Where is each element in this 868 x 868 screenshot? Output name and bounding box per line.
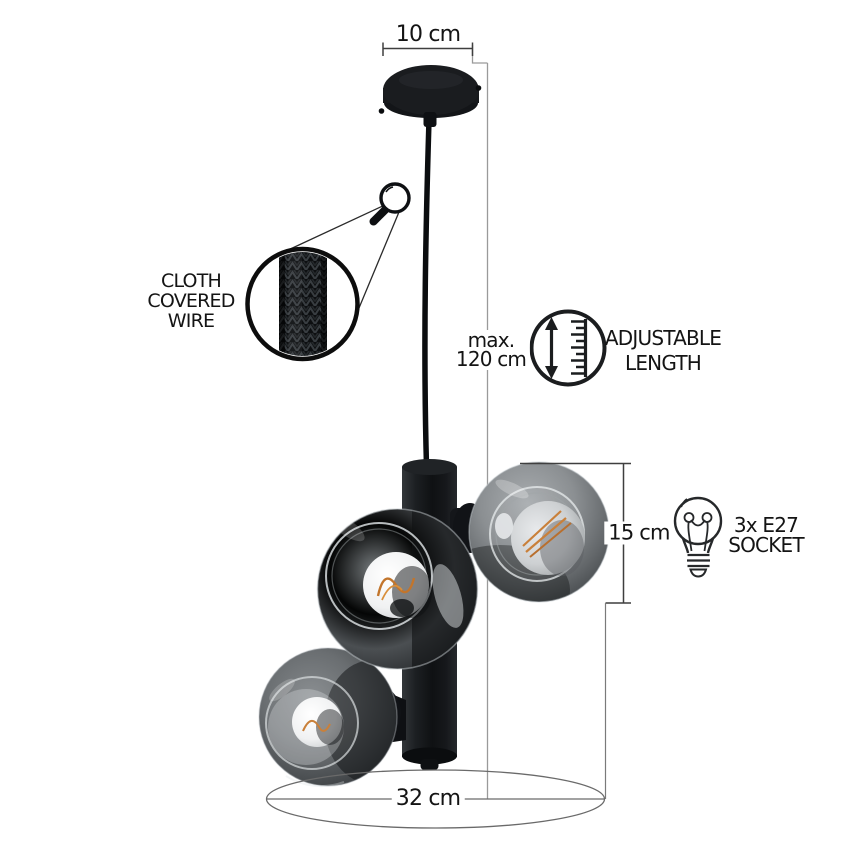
ceiling-canopy <box>378 65 482 127</box>
socket-label: 3x E27 SOCKET <box>728 513 804 557</box>
magnifier-icon <box>369 182 411 226</box>
canopy-width-dimension <box>382 42 474 56</box>
canopy-width-value: 10 cm <box>395 22 461 47</box>
front-glass-globe <box>316 508 479 670</box>
canopy-width-label: 10 cm <box>396 24 461 46</box>
right-glass-globe <box>468 461 610 603</box>
braided-wire-texture <box>279 252 327 356</box>
cloth-wire-label: CLOTH COVERED WIRE <box>147 270 235 332</box>
globe-diameter-label: 15 cm <box>604 521 674 545</box>
adjustable-length-label: ADJUSTABLE LENGTH <box>604 326 722 375</box>
pendant-lamp-illustration <box>258 65 610 788</box>
wire-detail-callout <box>245 182 411 362</box>
adjustable-length-icon <box>529 309 607 387</box>
lamp-wire <box>422 119 432 467</box>
light-bulb-icon <box>673 496 723 578</box>
hanging-length-label: max. 120 cm <box>451 330 531 370</box>
hanging-length-dimension-line <box>471 45 489 799</box>
fixture-diameter-label: 32 cm <box>391 787 465 811</box>
